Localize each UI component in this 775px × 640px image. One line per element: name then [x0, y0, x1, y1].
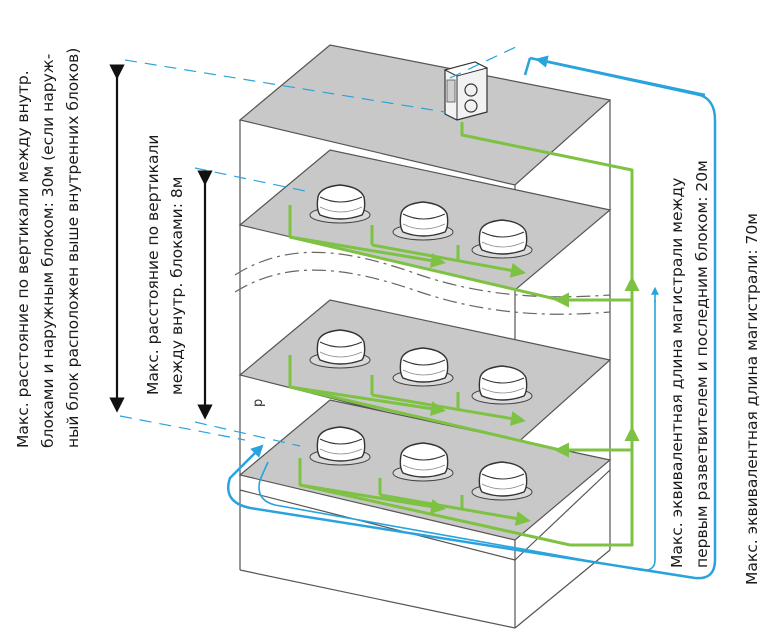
projection-lines [119, 44, 521, 447]
svg-text:Макс. эквивалентная длина маги: Макс. эквивалентная длина магистрали меж… [668, 178, 686, 568]
label-max-equivalent-length: Макс. эквивалентная длина магистрали: 70… [743, 213, 761, 585]
branch-length-path [258, 286, 659, 572]
svg-text:между внутр. блоками: 8м: между внутр. блоками: 8м [168, 177, 186, 395]
svg-text:блоками и наружным блоком: 30м: блоками и наружным блоком: 30м (если нар… [39, 54, 57, 448]
svg-text:ный блок расположен выше внутр: ный блок расположен выше внутренних блок… [64, 48, 82, 448]
roof-slab [238, 44, 612, 186]
branch-marker-label: p [251, 399, 266, 407]
label-indoor-indoor-vertical: Макс. расстояние по вертикали между внут… [144, 135, 186, 396]
outdoor-unit-icon [443, 61, 489, 121]
building-break-lines [234, 251, 611, 315]
label-first-branch-to-last: Макс. эквивалентная длина магистрали меж… [668, 160, 711, 568]
max-length-path [227, 55, 717, 580]
svg-text:первым разветвителем и последн: первым разветвителем и последним блоком:… [693, 160, 711, 568]
refrigerant-piping [288, 122, 640, 547]
svg-text:Макс. расстояние по вертикали: Макс. расстояние по вертикали между внут… [14, 70, 32, 448]
svg-text:Макс. расстояние по вертикали: Макс. расстояние по вертикали [144, 135, 162, 396]
label-outdoor-indoor-vertical: Макс. расстояние по вертикали между внут… [14, 48, 82, 448]
svg-text:Макс. эквивалентная длина маги: Макс. эквивалентная длина магистрали: 70… [743, 213, 761, 585]
